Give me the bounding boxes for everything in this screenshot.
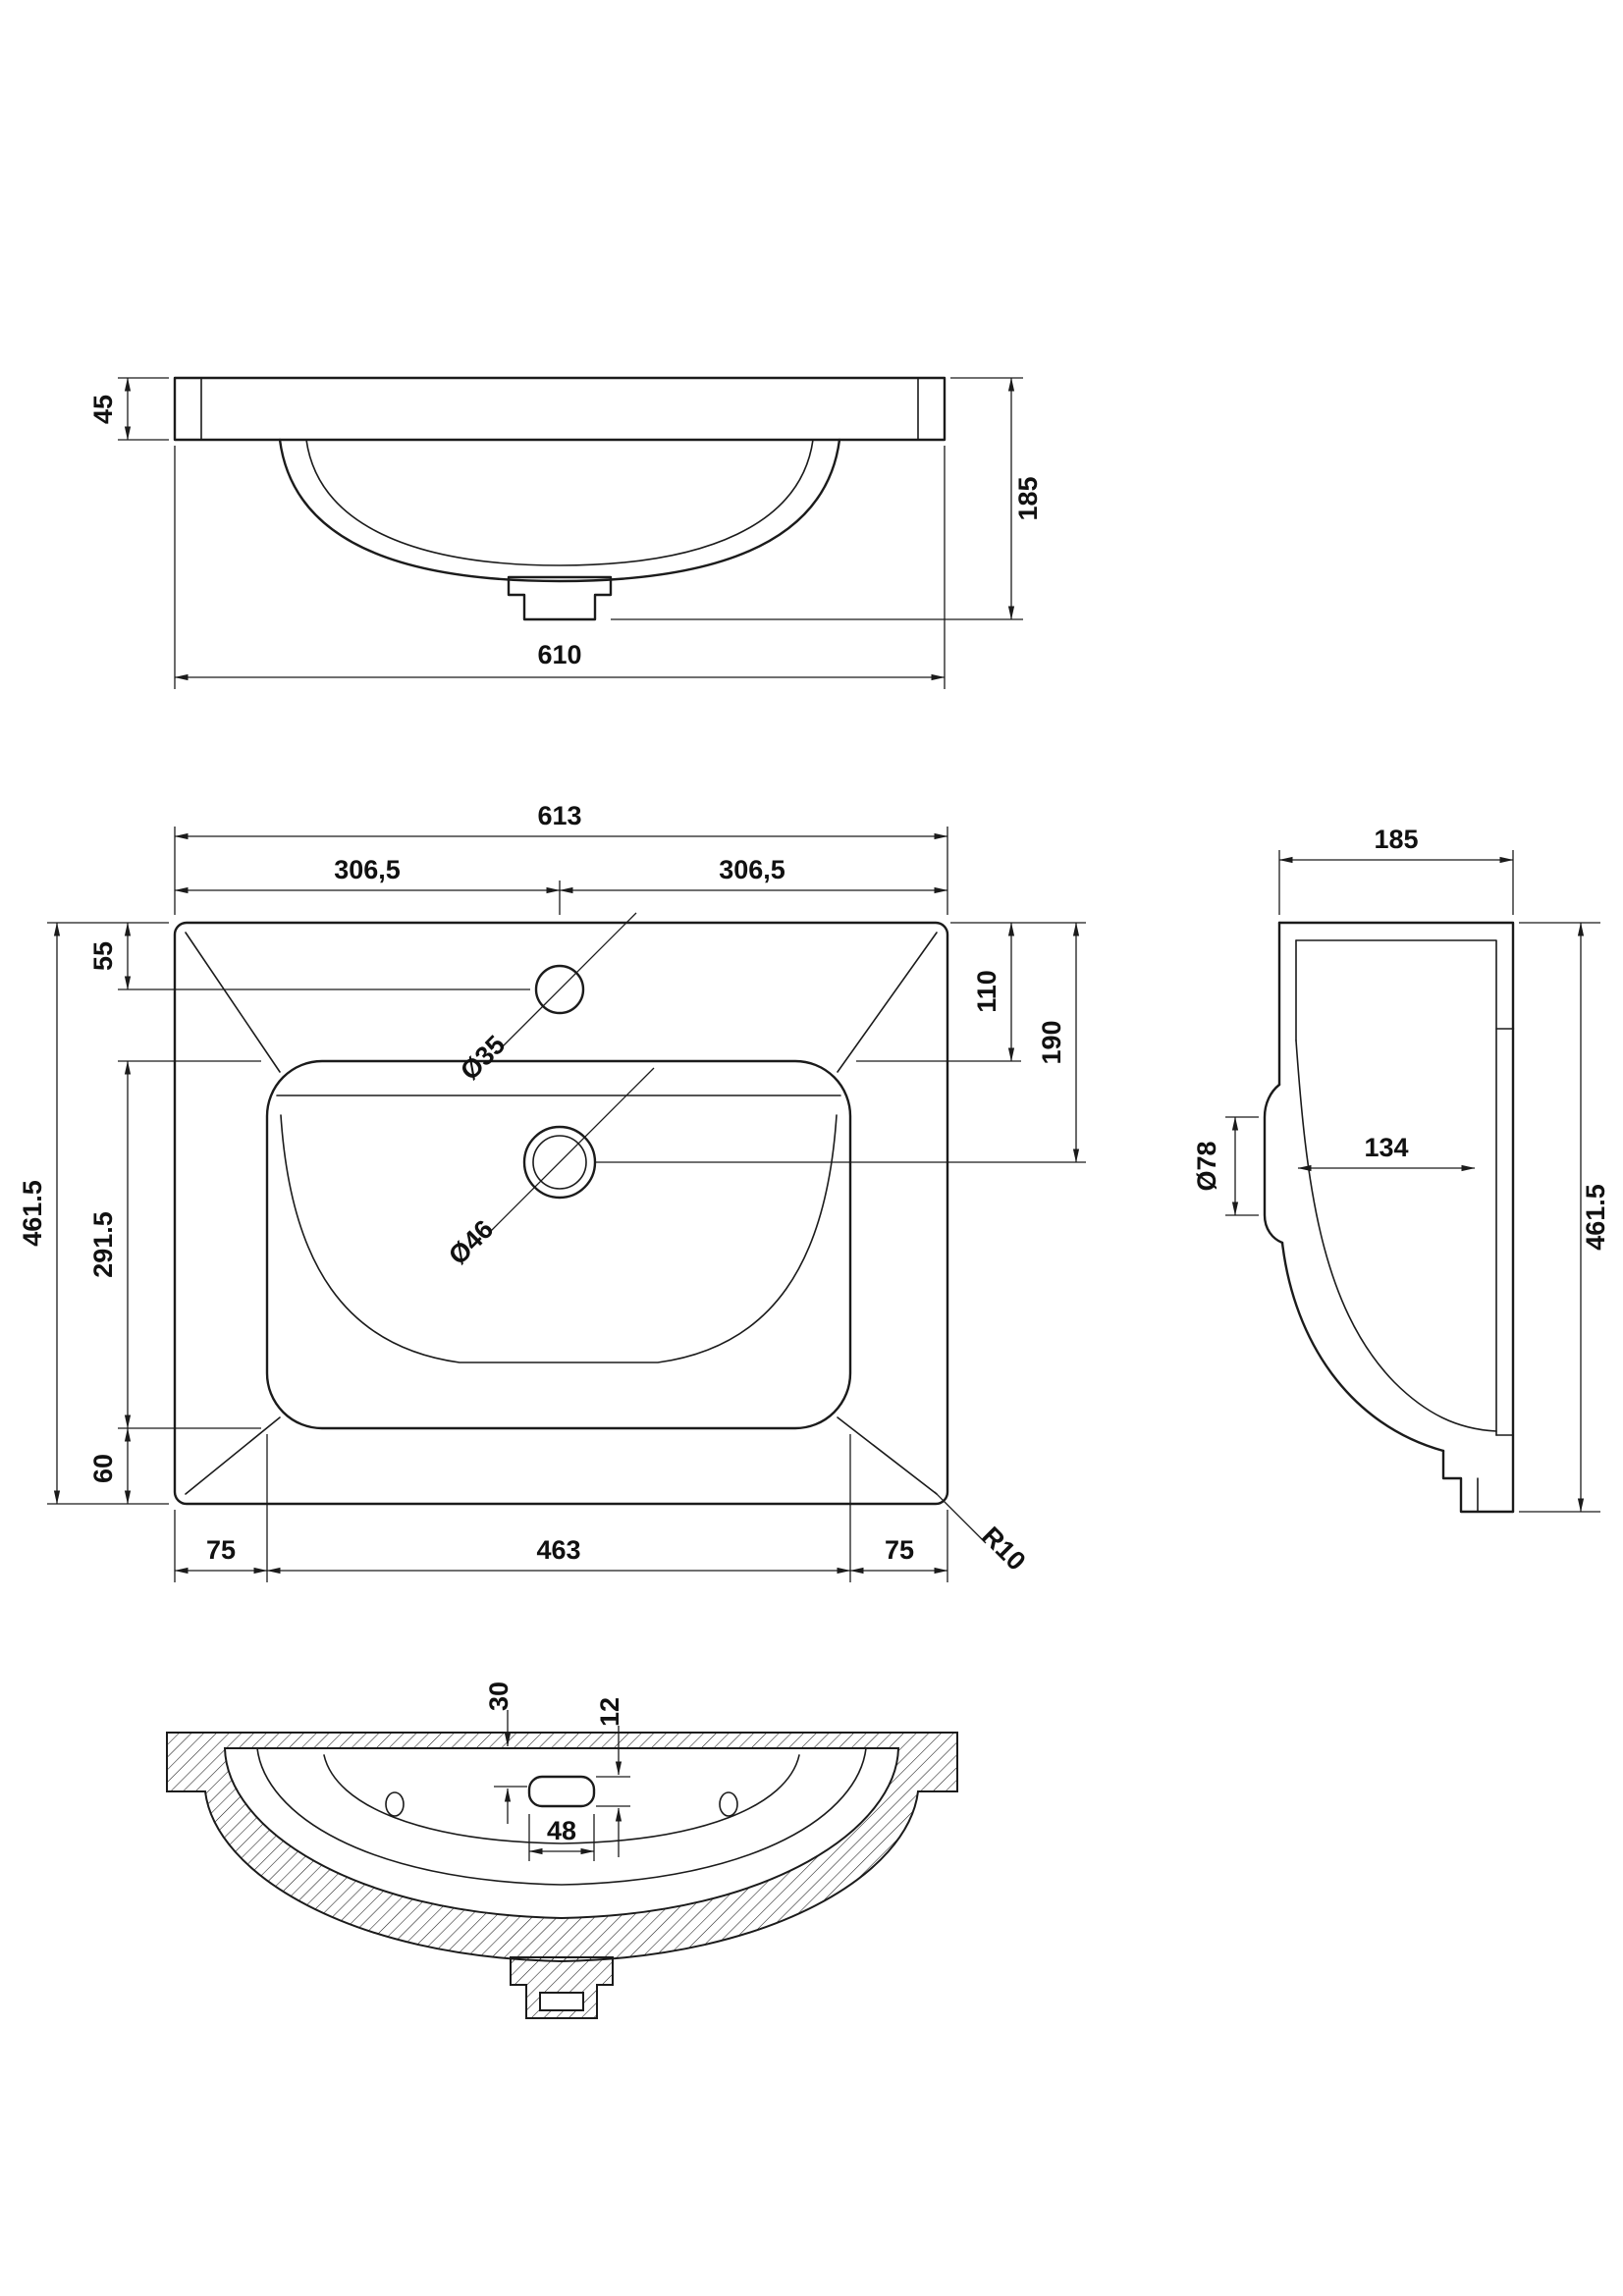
side-inner-wall: [1295, 939, 1497, 1436]
dim-front-overall-width: 610: [174, 446, 946, 689]
dim-plan-edge-to-bowl: 110: [856, 922, 1086, 1062]
leader-line: [490, 1067, 655, 1232]
plan-deck-diagonal-tl: [185, 932, 281, 1073]
side-view: 185 461.5 Ø78 134: [1192, 825, 1610, 1514]
plan-outer-rim: [173, 921, 949, 1506]
bottom-fixing-hole-right: [719, 1791, 738, 1817]
plan-bowl-floor-contour: [280, 1114, 838, 1363]
dim-front-overall-height: 185: [611, 377, 1043, 620]
dim-label-48: 48: [547, 1816, 576, 1845]
bottom-fixing-hole-left: [385, 1791, 405, 1817]
leader-line: [502, 912, 637, 1047]
dim-label-461-plan: 461.5: [18, 1180, 47, 1247]
plan-view: Ø35 Ø46 613 306,5 306,5 55: [18, 801, 1086, 1582]
dim-label-306-right: 306,5: [719, 855, 785, 884]
dim-label-291: 291.5: [88, 1211, 118, 1278]
leader-line: [934, 1491, 987, 1544]
dim-label-waste-dia: Ø46: [443, 1214, 499, 1270]
dim-plan-bowl-to-front: 60: [47, 1427, 169, 1505]
dim-label-134: 134: [1364, 1133, 1408, 1162]
front-rim-slab: [173, 376, 947, 442]
side-overflow-boss: [1263, 1083, 1284, 1245]
dim-side-overflow-dia: Ø78: [1192, 1116, 1259, 1216]
bottom-view: 30 12 48: [166, 1682, 958, 2019]
plan-tap-hole: [534, 964, 585, 1015]
dim-plan-edge-to-taphole: 55: [47, 922, 530, 990]
bottom-overflow-slot: [527, 1775, 596, 1808]
dim-plan-edge-to-waste: 190: [595, 922, 1086, 1163]
dim-label-55: 55: [88, 941, 118, 971]
side-bowl-outer-sweep: [1280, 1241, 1445, 1453]
dim-label-185-side: 185: [1374, 825, 1418, 854]
dim-label-78: Ø78: [1192, 1141, 1221, 1191]
dim-label-60: 60: [88, 1454, 118, 1483]
dim-label-185: 185: [1013, 476, 1043, 520]
dim-label-190: 190: [1037, 1020, 1066, 1064]
dim-label-110: 110: [972, 970, 1001, 1013]
dim-plan-bottom-widths: 75 463 75: [174, 1434, 948, 1582]
plan-deck-diagonal-bl: [185, 1416, 281, 1495]
dim-bottom-slot-width: 48: [528, 1814, 595, 1861]
side-top-outer: [1277, 921, 1515, 1031]
leader-waste-dia: Ø46: [443, 1067, 655, 1270]
dim-label-75-right: 75: [885, 1535, 914, 1565]
dim-label-45: 45: [88, 395, 118, 424]
dim-label-tap-dia: Ø35: [455, 1030, 511, 1086]
dim-label-613: 613: [537, 801, 581, 830]
plan-deck-diagonal-tr: [837, 932, 938, 1073]
front-bowl-inner: [305, 439, 814, 566]
dim-side-overall-height: 185: [1278, 825, 1514, 915]
dim-label-12: 12: [595, 1697, 624, 1727]
bottom-waste-trap: [510, 1956, 614, 2019]
dim-plan-half-widths: 306,5 306,5: [174, 855, 948, 915]
plan-waste-hole-inner: [532, 1135, 587, 1190]
bottom-bowl-contour-outer: [256, 1747, 867, 1886]
dim-label-30: 30: [484, 1682, 514, 1711]
plan-bowl-outline: [265, 1059, 852, 1430]
dim-plan-overall-width: 613: [174, 801, 948, 915]
plan-deck-diagonal-br: [837, 1416, 938, 1495]
dim-label-306-left: 306,5: [334, 855, 401, 884]
leader-corner-radius: R10: [934, 1491, 1031, 1576]
front-bowl-outer: [278, 438, 841, 583]
dim-front-rim-thickness: 45: [88, 377, 169, 441]
dim-bottom-slot-offset: 30: [484, 1682, 527, 1824]
dim-label-r10: R10: [976, 1522, 1031, 1576]
front-waste-trap: [507, 575, 613, 621]
dim-label-610: 610: [537, 640, 581, 669]
bottom-rim-band: [166, 1732, 958, 1963]
dim-label-461-side: 461.5: [1581, 1184, 1610, 1251]
dim-plan-bowl-length: 291.5: [88, 1060, 261, 1429]
front-view: 45 185 610: [88, 376, 1043, 689]
side-bowl-inner-sweep: [1295, 1040, 1497, 1432]
dim-label-75-left: 75: [206, 1535, 236, 1565]
dim-bottom-slot-height: 12: [595, 1697, 630, 1857]
dim-side-overall-depth: 461.5: [1519, 922, 1610, 1513]
dim-plan-overall-depth: 461.5: [18, 922, 61, 1505]
dim-side-inner-depth: 134: [1297, 1133, 1476, 1172]
dim-label-463: 463: [536, 1535, 580, 1565]
bottom-bowl-contour-inner: [323, 1754, 800, 1844]
